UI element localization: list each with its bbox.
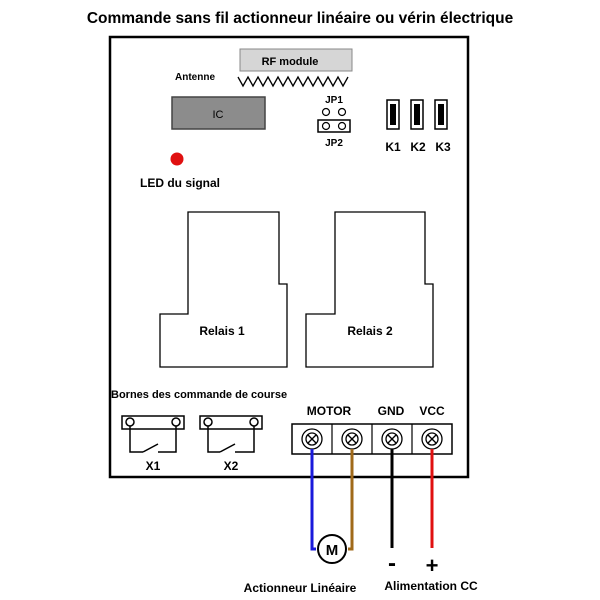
relay-1-label: Relais 1 — [199, 324, 245, 338]
diagram-title: Commande sans fil actionneur linéaire ou… — [87, 10, 514, 27]
led-label: LED du signal — [140, 176, 220, 190]
motor-symbol: M — [317, 534, 347, 564]
terminal-screw-motor-a — [301, 428, 323, 450]
relay-1: Relais 1 — [159, 211, 288, 368]
actuator-label: Actionneur Linéaire — [244, 581, 357, 595]
wire-motor-blue — [310, 449, 316, 551]
plus-sign: + — [426, 553, 439, 578]
jp1-pin-right — [337, 107, 347, 117]
terminal-screw-motor-b — [341, 428, 363, 450]
jp1-pin-left — [321, 107, 331, 117]
button-k2-label: K2 — [410, 140, 426, 154]
jp1-label: JP1 — [325, 95, 343, 106]
rf-module-label: RF module — [262, 56, 319, 68]
limit-switch-x1-label: X1 — [146, 459, 161, 473]
terminal-screw-gnd — [381, 428, 403, 450]
button-k2 — [410, 99, 424, 130]
terminal-motor-label: MOTOR — [307, 404, 352, 418]
limit-switch-x1 — [121, 415, 185, 453]
terminal-screw-vcc — [421, 428, 443, 450]
limit-switch-x2-label: X2 — [224, 459, 239, 473]
ic-label: IC — [213, 109, 224, 121]
signal-led — [170, 152, 184, 166]
button-k1-label: K1 — [385, 140, 401, 154]
relay-2-label: Relais 2 — [347, 324, 393, 338]
wire-motor-brown — [348, 449, 354, 551]
rf-module: RF module — [239, 48, 353, 72]
ic-chip: IC — [171, 96, 266, 130]
button-k3 — [434, 99, 448, 130]
relay-2: Relais 2 — [305, 211, 434, 368]
antenna-label: Antenne — [175, 72, 215, 83]
button-k1 — [386, 99, 400, 130]
terminal-gnd-label: GND — [378, 404, 405, 418]
motor-symbol-label: M — [326, 542, 339, 559]
terminal-vcc-label: VCC — [419, 404, 445, 418]
limit-switch-x2 — [199, 415, 263, 453]
button-k3-label: K3 — [435, 140, 451, 154]
jp2-label: JP2 — [325, 138, 343, 149]
supply-label: Alimentation CC — [384, 579, 478, 593]
jp2-jumper — [317, 119, 351, 133]
antenna-coil — [237, 75, 349, 88]
limit-terminals-label: Bornes des commande de course — [111, 389, 287, 401]
minus-sign: - — [388, 550, 396, 577]
